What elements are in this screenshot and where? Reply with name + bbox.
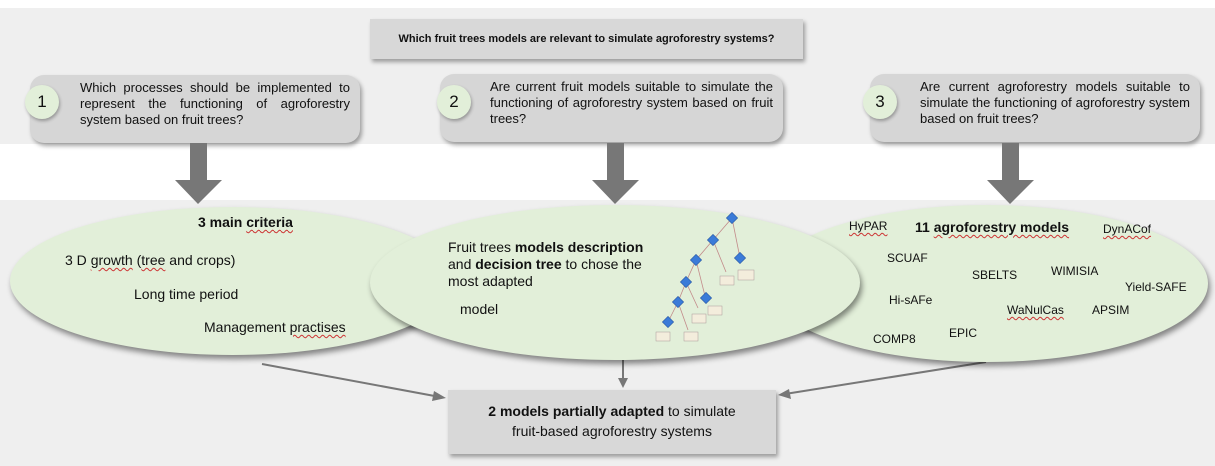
arrow-head-1 (175, 180, 222, 204)
arrow-tip-left (432, 391, 446, 401)
arrow-line-left (261, 363, 441, 398)
arrow-tip-center (618, 378, 628, 388)
arrow-shaft-2 (607, 143, 624, 181)
main-question: Which fruit trees models are relevant to… (398, 33, 775, 45)
question-number-1: 1 (25, 85, 59, 119)
arrow-tip-right (778, 389, 791, 399)
question-text-3: Are current agroforestry models suitable… (920, 79, 1190, 126)
result-box: 2 models partially adapted to simulate f… (448, 390, 776, 454)
arrow-head-2 (592, 180, 639, 204)
result-line-1: 2 models partially adapted to simulate (488, 403, 736, 419)
result-line-2: fruit-based agroforestry systems (512, 423, 712, 439)
arrow-line-right (784, 361, 987, 395)
model-wimisia: WIMISIA (1051, 264, 1099, 278)
model-comp8: COMP8 (873, 332, 916, 346)
criterion-management: Management practises (204, 319, 346, 335)
model-hi-safe: Hi-sAFe (889, 293, 933, 307)
center-line-4: model (460, 301, 499, 317)
model-hypar: HyPAR (849, 219, 888, 233)
arrow-head-3 (987, 180, 1034, 204)
model-dynacof: DynACof (1103, 222, 1152, 236)
criterion-3d-growth: 3 D growth (tree and crops) (65, 252, 236, 268)
model-apsim: APSIM (1092, 303, 1130, 317)
question-box-3: Are current agroforestry models suitable… (870, 74, 1200, 142)
question-text-1: Which processes should be implemented to… (80, 80, 350, 127)
model-yield-safe: Yield-SAFE (1125, 280, 1187, 294)
main-question-box: Which fruit trees models are relevant to… (370, 19, 803, 59)
center-line-3: most adapted (448, 273, 533, 289)
arrow-shaft-3 (1002, 143, 1019, 181)
center-line-1: Fruit trees models description (448, 239, 644, 255)
question-box-2: Are current fruit models suitable to sim… (440, 74, 783, 142)
center-ellipse (370, 205, 860, 360)
left-title: 3 main criteria (198, 214, 293, 230)
arrow-shaft-1 (190, 143, 207, 181)
question-number-3: 3 (863, 85, 897, 119)
criterion-long-time-period: Long time period (134, 286, 239, 302)
question-text-2: Are current fruit models suitable to sim… (490, 79, 773, 126)
model-wanulcas: WaNulCas (1007, 303, 1064, 317)
center-line-2: and decision tree to chose the (448, 256, 642, 272)
question-box-1: Which processes should be implemented to… (30, 75, 360, 143)
right-title: 11 agroforestry models (915, 219, 1070, 235)
question-number-2: 2 (437, 85, 471, 119)
model-sbelts: SBELTS (972, 268, 1018, 282)
model-epic: EPIC (949, 326, 978, 340)
decision-tree-thumbnail (655, 211, 755, 342)
model-scuaf: SCUAF (887, 251, 928, 265)
